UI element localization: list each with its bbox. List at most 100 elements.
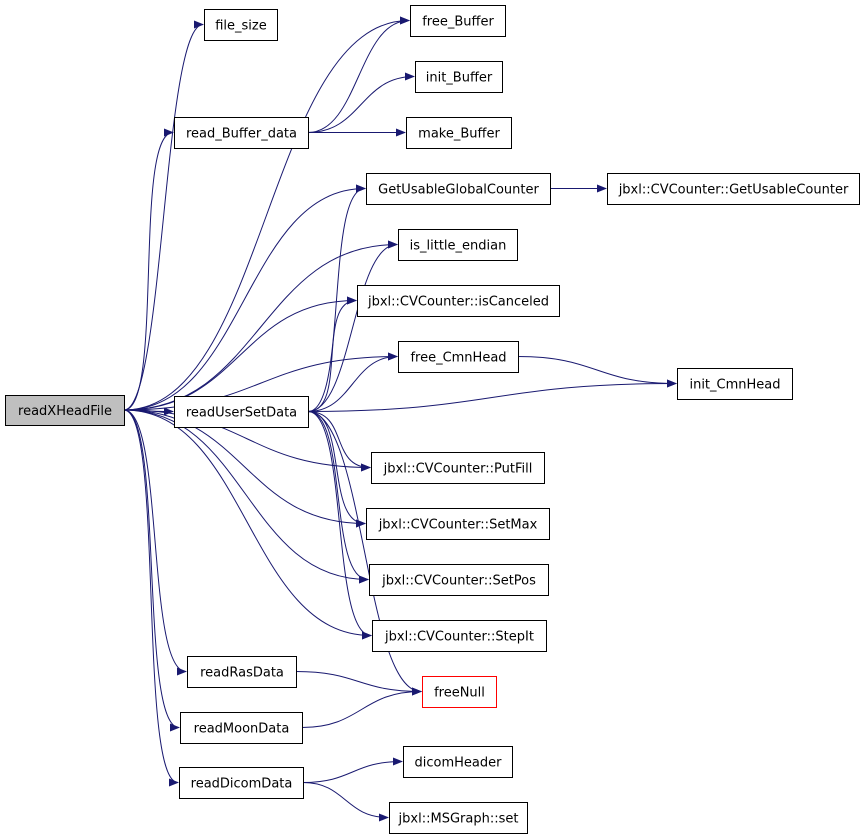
edge-read-xhead-file-to-set-max (123, 409, 366, 528)
node-free-cmn-head[interactable]: free_CmnHead (398, 341, 519, 373)
node-label: readRasData (200, 666, 284, 681)
node-label: GetUsableGlobalCounter (378, 183, 539, 198)
node-label: readMoonData (194, 722, 290, 737)
node-set-pos[interactable]: jbxl::CVCounter::SetPos (369, 564, 549, 596)
node-box (406, 117, 512, 149)
edge-read-user-set-data-to-step-it (307, 411, 372, 640)
node-set-max[interactable]: jbxl::CVCounter::SetMax (366, 508, 550, 540)
node-get-usable-counter[interactable]: jbxl::CVCounter::GetUsableCounter (607, 173, 860, 205)
edge-read-user-set-data-to-free-null (307, 411, 422, 696)
edge-read-xhead-file-to-is-canceled (123, 296, 357, 411)
node-read-ras-data[interactable]: readRasData (187, 656, 297, 688)
edge-read-user-set-data-to-init-cmn-head (307, 379, 677, 412)
node-file-size[interactable]: file_size (204, 9, 278, 41)
node-make-buffer[interactable]: make_Buffer (406, 117, 512, 149)
node-box (607, 173, 860, 205)
node-read-xhead-file[interactable]: readXHeadFile (5, 395, 125, 426)
edges-layer (123, 16, 677, 822)
node-box (415, 61, 503, 93)
edge-free-cmn-head-to-init-cmn-head (517, 356, 677, 388)
node-box (369, 564, 549, 596)
node-label: jbxl::CVCounter::StepIt (384, 630, 534, 645)
edge-read-user-set-data-to-free-cmn-head (307, 352, 398, 412)
edge-read-buffer-data-to-free-buffer (307, 16, 410, 133)
node-label: dicomHeader (415, 756, 503, 771)
node-step-it[interactable]: jbxl::CVCounter::StepIt (372, 620, 547, 652)
node-read-user-set-data[interactable]: readUserSetData (174, 396, 309, 428)
edge-read-xhead-file-to-is-little-endian (123, 240, 398, 411)
node-label: is_little_endian (410, 239, 507, 254)
node-init-buffer[interactable]: init_Buffer (415, 61, 503, 93)
edge-read-buffer-data-to-init-buffer (307, 72, 415, 133)
node-label: init_CmnHead (689, 378, 780, 393)
edge-read-user-set-data-to-is-little-endian (307, 240, 398, 412)
node-box (366, 508, 550, 540)
node-label: jbxl::MSGraph::set (398, 812, 519, 827)
edge-read-user-set-data-to-set-pos (307, 411, 369, 584)
node-box (398, 341, 519, 373)
node-label: jbxl::CVCounter::GetUsableCounter (618, 183, 849, 198)
node-box (174, 117, 309, 149)
node-box (422, 676, 497, 708)
edge-read-xhead-file-to-free-buffer (123, 16, 410, 411)
edge-read-user-set-data-to-get-usable-global-counter (307, 184, 366, 412)
node-label: free_CmnHead (410, 351, 506, 366)
node-box (179, 767, 304, 799)
node-box (187, 656, 297, 688)
node-read-moon-data[interactable]: readMoonData (180, 712, 303, 744)
node-read-buffer-data[interactable]: read_Buffer_data (174, 117, 309, 149)
node-box (677, 368, 793, 400)
edge-read-xhead-file-to-set-pos (123, 409, 369, 584)
node-box (403, 746, 513, 778)
node-box (357, 285, 560, 317)
node-label: freeNull (434, 686, 485, 701)
node-box (398, 229, 518, 261)
node-label: readDicomData (191, 777, 293, 792)
node-box (410, 5, 506, 37)
node-box (174, 396, 309, 428)
node-free-null[interactable]: freeNull (422, 676, 497, 708)
node-label: make_Buffer (418, 127, 500, 142)
edge-read-xhead-file-to-get-usable-global-counter (123, 184, 366, 411)
edge-read-xhead-file-to-file-size (123, 20, 204, 411)
node-dicom-header[interactable]: dicomHeader (403, 746, 513, 778)
edge-read-xhead-file-to-read-buffer-data (123, 128, 174, 411)
node-is-canceled[interactable]: jbxl::CVCounter::isCanceled (357, 285, 560, 317)
node-label: file_size (215, 19, 267, 34)
edge-read-xhead-file-to-step-it (123, 409, 372, 640)
node-is-little-endian[interactable]: is_little_endian (398, 229, 518, 261)
edge-read-xhead-file-to-read-dicom-data (123, 409, 179, 787)
node-label: readUserSetData (186, 406, 297, 421)
node-box (366, 173, 551, 205)
node-label: free_Buffer (422, 15, 494, 30)
node-put-fill[interactable]: jbxl::CVCounter::PutFill (371, 452, 545, 484)
node-box (180, 712, 303, 744)
node-msgraph-set[interactable]: jbxl::MSGraph::set (389, 802, 528, 834)
node-label: jbxl::CVCounter::isCanceled (367, 295, 549, 310)
node-get-usable-global-counter[interactable]: GetUsableGlobalCounter (366, 173, 551, 205)
edge-read-ras-data-to-free-null (295, 671, 422, 696)
node-label: init_Buffer (426, 71, 493, 86)
node-label: jbxl::CVCounter::SetMax (378, 518, 538, 533)
node-box (372, 620, 547, 652)
node-label: jbxl::CVCounter::SetPos (381, 574, 536, 589)
edge-read-xhead-file-to-free-cmn-head (123, 352, 398, 411)
node-box (204, 9, 278, 41)
edge-read-xhead-file-to-put-fill (123, 409, 371, 472)
edge-read-xhead-file-to-read-ras-data (123, 409, 187, 676)
node-init-cmn-head[interactable]: init_CmnHead (677, 368, 793, 400)
node-box (371, 452, 545, 484)
node-box (5, 395, 125, 426)
node-read-dicom-data[interactable]: readDicomData (179, 767, 304, 799)
node-box (389, 802, 528, 834)
node-label: readXHeadFile (18, 404, 112, 419)
edge-read-user-set-data-to-put-fill (307, 411, 371, 472)
node-label: jbxl::CVCounter::PutFill (383, 462, 533, 477)
edge-read-moon-data-to-free-null (301, 687, 422, 728)
edge-read-xhead-file-to-read-moon-data (123, 409, 180, 732)
edge-read-user-set-data-to-is-canceled (307, 296, 357, 412)
node-free-buffer[interactable]: free_Buffer (410, 5, 506, 37)
nodes-layer: readXHeadFile file_size free_Buffer init_Bu… (5, 5, 860, 834)
node-label: read_Buffer_data (186, 127, 297, 142)
